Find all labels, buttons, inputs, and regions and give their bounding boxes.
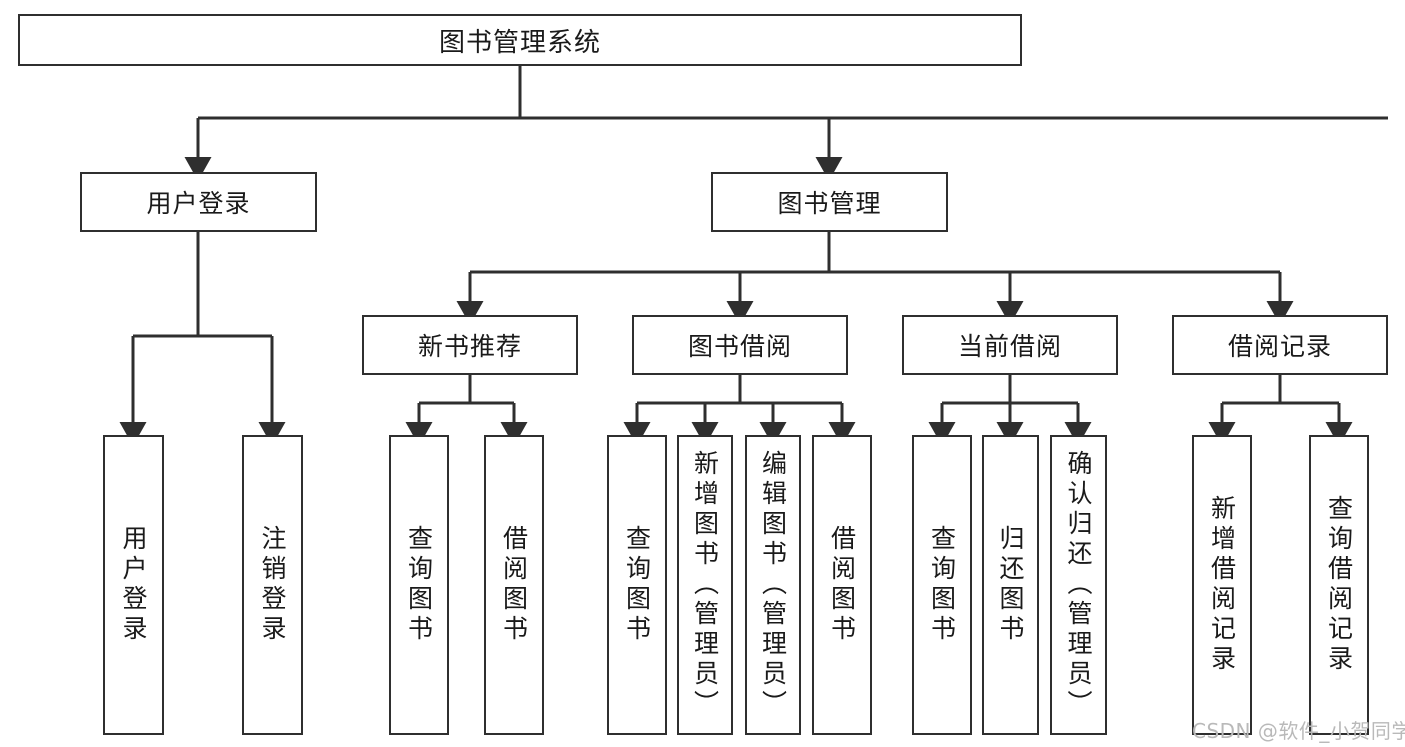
node-label: 图书管理系统	[438, 27, 601, 58]
node-label: 查询图书	[927, 525, 957, 645]
node-label: 查询图书	[404, 525, 434, 645]
node-label: 借阅图书	[499, 525, 529, 645]
node-label: 新增图书（管理员）	[690, 450, 720, 720]
leaf-user-login[interactable]: 用户登录	[103, 435, 164, 735]
node-current-borrow[interactable]: 当前借阅	[902, 315, 1118, 375]
node-label: 用户登录	[119, 525, 148, 645]
node-label: 图书管理	[777, 189, 882, 218]
node-user-login[interactable]: 用户登录	[80, 172, 317, 232]
leaf-borrow-add-book-admin[interactable]: 新增图书（管理员）	[677, 435, 733, 735]
node-label: 新书推荐	[417, 332, 522, 361]
node-label: 图书借阅	[687, 332, 792, 361]
node-root-book-management-system[interactable]: 图书管理系统	[18, 14, 1022, 66]
node-label: 确认归还（管理员）	[1064, 450, 1093, 720]
node-label: 注销登录	[258, 525, 287, 645]
leaf-recommend-borrow-book[interactable]: 借阅图书	[484, 435, 544, 735]
node-label: 借阅记录	[1227, 332, 1332, 361]
leaf-borrow-query-book[interactable]: 查询图书	[607, 435, 667, 735]
leaf-current-confirm-return-admin[interactable]: 确认归还（管理员）	[1050, 435, 1107, 735]
leaf-logout[interactable]: 注销登录	[242, 435, 303, 735]
node-borrow-record[interactable]: 借阅记录	[1172, 315, 1388, 375]
node-label: 新增借阅记录	[1207, 495, 1237, 675]
node-label: 编辑图书（管理员）	[758, 450, 788, 720]
leaf-record-query-borrow-record[interactable]: 查询借阅记录	[1309, 435, 1369, 735]
node-new-book-recommendation[interactable]: 新书推荐	[362, 315, 578, 375]
node-label: 当前借阅	[957, 332, 1062, 361]
node-label: 借阅图书	[827, 525, 857, 645]
leaf-current-return-book[interactable]: 归还图书	[982, 435, 1039, 735]
node-label: 查询借阅记录	[1324, 495, 1354, 675]
node-book-borrow[interactable]: 图书借阅	[632, 315, 848, 375]
leaf-current-query-book[interactable]: 查询图书	[912, 435, 972, 735]
node-label: 用户登录	[146, 189, 251, 218]
node-book-management[interactable]: 图书管理	[711, 172, 948, 232]
leaf-borrow-borrow-book[interactable]: 借阅图书	[812, 435, 872, 735]
node-label: 归还图书	[996, 525, 1025, 645]
csdn-watermark: CSDN @软件_小贺同学	[1192, 719, 1405, 743]
node-label: 查询图书	[622, 525, 652, 645]
leaf-recommend-query-book[interactable]: 查询图书	[389, 435, 449, 735]
leaf-borrow-edit-book-admin[interactable]: 编辑图书（管理员）	[745, 435, 801, 735]
leaf-record-add-borrow-record[interactable]: 新增借阅记录	[1192, 435, 1252, 735]
